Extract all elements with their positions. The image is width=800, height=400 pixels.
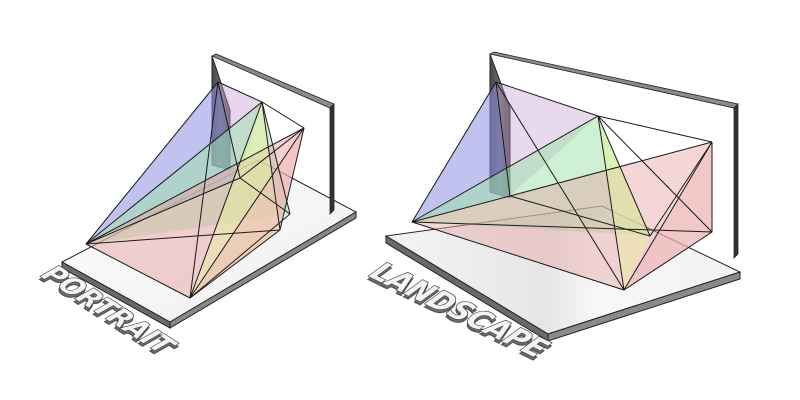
landscape-yellow-plane — [598, 116, 650, 290]
landscape-model: LANDSCAPE LANDSCAPE — [362, 51, 742, 368]
portrait-yellow-plane — [190, 102, 280, 298]
portrait-edges — [85, 81, 305, 299]
portrait-model: PORTRAIT PORTRAIT — [33, 53, 358, 364]
portrait-blue-plane — [86, 82, 240, 244]
landscape-edges — [411, 81, 713, 291]
